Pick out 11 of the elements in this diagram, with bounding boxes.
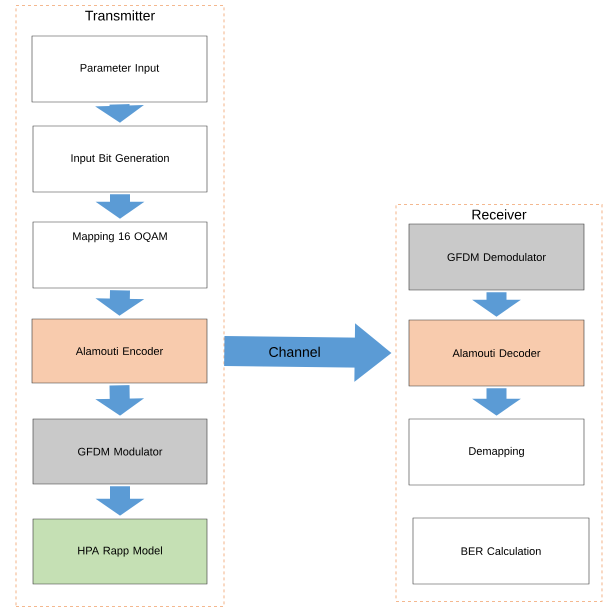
process-box: Demapping bbox=[408, 418, 584, 486]
process-box: GFDM Modulator bbox=[32, 418, 208, 484]
process-box: Input Bit Generation bbox=[32, 126, 208, 192]
process-box: HPA Rapp Model bbox=[32, 518, 208, 584]
process-box: Mapping 16 OQAM bbox=[32, 222, 208, 288]
process-box: Alamouti Encoder bbox=[32, 318, 208, 384]
process-box: BER Calculation bbox=[412, 518, 590, 584]
process-box: GFDM Demodulator bbox=[408, 224, 584, 290]
edge-label: Channel bbox=[268, 346, 322, 358]
process-box: Alamouti Decoder bbox=[408, 320, 584, 386]
process-box: Parameter Input bbox=[32, 36, 208, 102]
